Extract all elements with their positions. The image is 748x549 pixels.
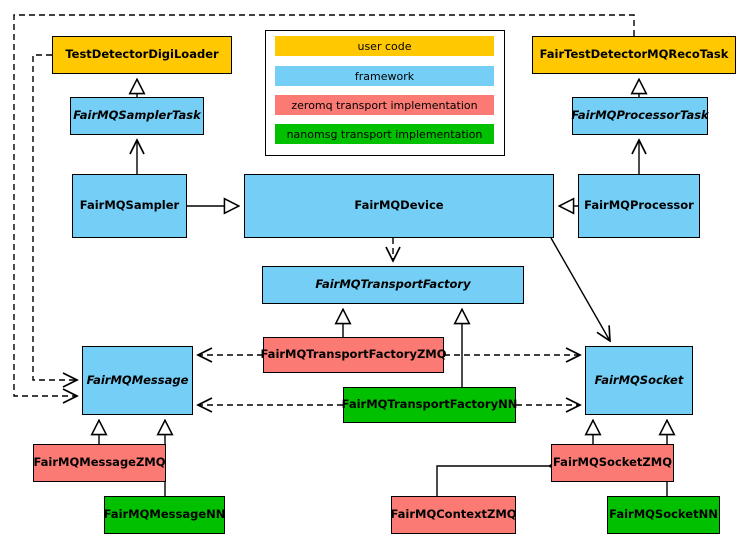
- legend-item-framework: framework: [275, 66, 494, 86]
- class-node-fairmqtransportfactorynn[interactable]: FairMQTransportFactoryNN: [342, 387, 517, 423]
- class-node-fairmqprocessortask[interactable]: FairMQProcessorTask: [571, 97, 709, 135]
- class-node-fairmqsocketzmq[interactable]: FairMQSocketZMQ: [551, 444, 674, 482]
- class-node-fairmqmessagezmq[interactable]: FairMQMessageZMQ: [33, 444, 166, 482]
- edge-digiloader-message: [32, 54, 77, 380]
- class-node-fairtestdetectormqrecotask[interactable]: FairTestDetectorMQRecoTask: [532, 36, 736, 74]
- edge-device-socket: [550, 237, 610, 341]
- class-node-testdetectordigiloader[interactable]: TestDetectorDigiLoader: [52, 36, 232, 74]
- class-node-fairmqtransportfactoryzmq[interactable]: FairMQTransportFactoryZMQ: [261, 337, 447, 373]
- legend-item-user-code: user code: [275, 36, 494, 56]
- class-node-fairmqtransportfactory[interactable]: FairMQTransportFactory: [262, 266, 524, 304]
- class-node-fairmqmessagenn[interactable]: FairMQMessageNN: [104, 496, 225, 534]
- class-node-fairmqsampler[interactable]: FairMQSampler: [72, 174, 187, 238]
- legend-label-nanomsg: nanomsg transport implementation: [286, 127, 483, 141]
- edge-contextzmq-socketzmq: [436, 466, 549, 496]
- class-node-fairmqdevice[interactable]: FairMQDevice: [244, 174, 554, 238]
- class-node-fairmqsamplertask[interactable]: FairMQSamplerTask: [70, 97, 204, 135]
- legend-label-framework: framework: [354, 69, 415, 83]
- class-node-fairmqprocessor[interactable]: FairMQProcessor: [578, 174, 700, 238]
- edge-recotask-message: [13, 14, 635, 396]
- legend-item-zeromq: zeromq transport implementation: [275, 95, 494, 115]
- legend-label-user-code: user code: [357, 39, 412, 53]
- class-node-fairmqcontextzmq[interactable]: FairMQContextZMQ: [390, 496, 517, 534]
- class-node-fairmqmessage[interactable]: FairMQMessage: [82, 346, 193, 415]
- class-node-fairmqsocketnn[interactable]: FairMQSocketNN: [607, 496, 720, 534]
- legend-label-zeromq: zeromq transport implementation: [291, 98, 478, 112]
- legend-item-nanomsg: nanomsg transport implementation: [275, 124, 494, 144]
- class-node-fairmqsocket[interactable]: FairMQSocket: [585, 346, 693, 415]
